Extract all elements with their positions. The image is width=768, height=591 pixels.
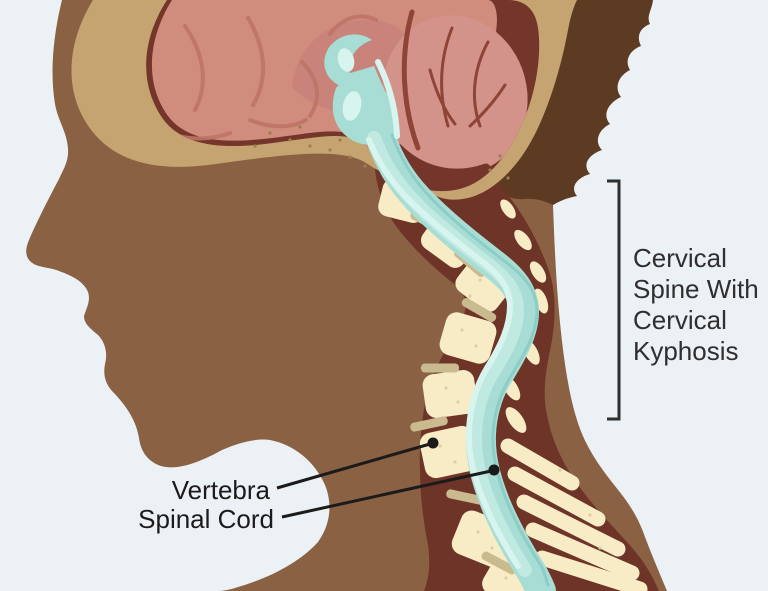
spinous-process (500, 438, 580, 491)
bracket-label-line: Cervical (633, 243, 727, 273)
disc (461, 298, 497, 322)
cerebellum-undershadow (393, 143, 491, 178)
disc (421, 363, 459, 373)
spinal-cord-label: Spinal Cord (138, 504, 274, 534)
cerebellum (382, 15, 528, 175)
spinal-cord-highlight (366, 137, 521, 569)
gyrus-line (246, 16, 265, 107)
skull-speckles (253, 125, 510, 183)
spinous-process (514, 229, 532, 251)
bracket-label-line: Cervical (633, 305, 727, 335)
vertebra (439, 312, 497, 364)
spinous-process (529, 261, 547, 283)
spinous-process (534, 550, 648, 591)
spinous-blades (500, 438, 648, 591)
leader-lines (276, 437, 500, 519)
spinous-process (500, 199, 516, 219)
leader-line (281, 469, 492, 519)
gyrus-line (248, 118, 308, 129)
cerebellum-folia (440, 26, 454, 128)
spinous-process (516, 494, 626, 557)
leader-dot (427, 437, 439, 449)
brainstem-highlights (337, 48, 362, 121)
spinous-process (505, 407, 527, 433)
bracket-label: Cervical Spine With Cervical Kyphosis (633, 243, 759, 366)
disc (481, 551, 517, 575)
gyrus-line (300, 60, 319, 118)
gyrus-line (183, 24, 205, 112)
spinous-process (507, 466, 606, 527)
bracket-label-line: Kyphosis (633, 336, 739, 366)
leader-dot (488, 464, 500, 476)
vertebra (422, 370, 478, 418)
spinal-cord-edge (390, 133, 550, 587)
vertebra-label: Vertebra (172, 475, 271, 505)
cerebellum-fissure (401, 9, 421, 151)
bracket-label-line: Spine With (633, 274, 759, 304)
medulla-highlight (375, 59, 400, 139)
bracket (607, 179, 621, 421)
cerebellum-folia (468, 83, 507, 128)
cerebellum-folia (428, 68, 457, 126)
leader-line (276, 442, 431, 490)
gyrus-line (328, 14, 378, 36)
pons-sheen (342, 91, 362, 121)
disc (410, 416, 448, 432)
spinous-process (525, 522, 640, 581)
disc (446, 489, 484, 505)
brainstem-sheen (337, 48, 355, 72)
